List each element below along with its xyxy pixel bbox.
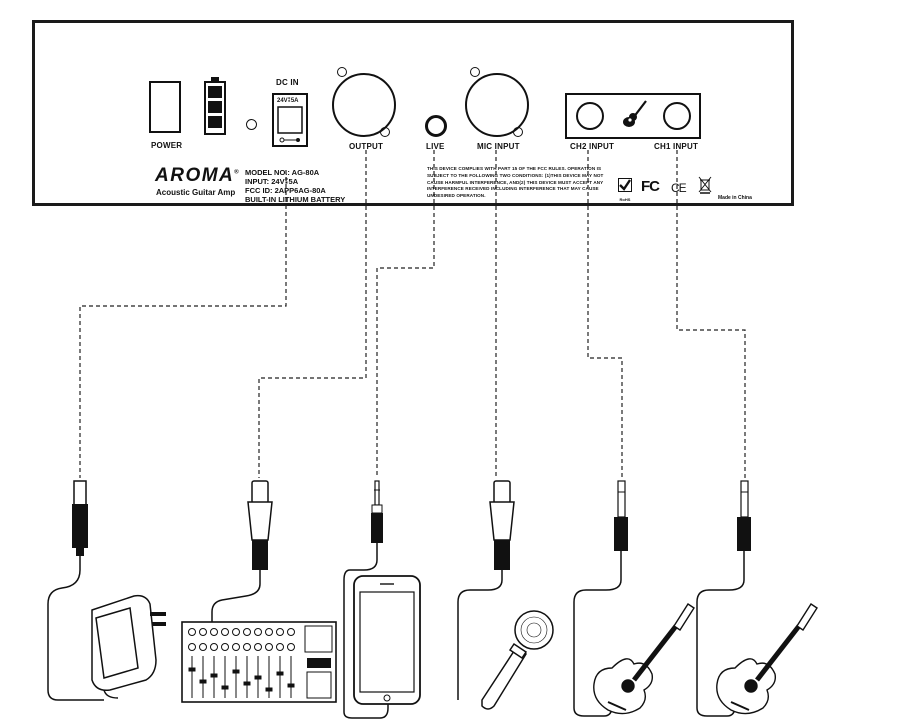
live-line <box>376 150 435 478</box>
quarter-inch-jack-ch1 <box>737 480 751 551</box>
dc-line <box>79 170 287 478</box>
spec-block: MODEL NO.: AG-80A INPUT: 24V⁑5A FCC ID: … <box>245 168 345 204</box>
instrument-input-block <box>565 93 701 139</box>
ce-mark: CE <box>671 181 687 195</box>
fc-mark: FC <box>641 178 660 195</box>
weee-bin-icon <box>698 176 712 194</box>
dc-in-jack[interactable]: 24V⁑5A <box>272 93 308 147</box>
ch1-line <box>676 150 746 478</box>
ch2-input-jack[interactable] <box>576 102 604 130</box>
rohs-mark: RoHS <box>618 178 632 202</box>
indicator-led <box>246 119 257 130</box>
amp-rear-panel: POWER DC IN 24V⁑5A OUTPUT LIVE MIC INPUT <box>32 20 794 206</box>
input-line: INPUT: 24V⁑5A <box>245 177 299 186</box>
aroma-logo: AROMA® <box>155 165 241 186</box>
smartphone-icon <box>353 575 421 705</box>
xlr-connector-mic <box>489 480 515 570</box>
microphone-icon <box>481 610 554 710</box>
output-screw-top <box>337 67 347 77</box>
dc-plug-connector <box>72 480 88 556</box>
power-adapter-icon <box>91 594 166 699</box>
mixer-knobs <box>188 628 295 651</box>
battery-line: BUILT-IN LITHIUM BATTERY <box>245 195 346 204</box>
mixer-icon <box>181 621 337 703</box>
output-xlr-jack[interactable] <box>332 73 396 137</box>
output-label: OUTPUT <box>349 142 384 151</box>
ch1-input-label: CH1 INPUT <box>654 142 699 151</box>
ch2-line <box>587 150 623 478</box>
ch1-input-jack[interactable] <box>663 102 691 130</box>
acoustic-guitar-icon-ch2 <box>593 603 695 715</box>
dc-in-label: DC IN <box>276 78 299 87</box>
acoustic-guitar-icon-ch1 <box>716 603 818 715</box>
mic-xlr-jack[interactable] <box>465 73 529 137</box>
battery-icon <box>204 77 226 135</box>
dc-rating-label: 24V⁑5A <box>277 98 299 104</box>
live-label: LIVE <box>426 142 445 151</box>
power-label: POWER <box>151 141 183 150</box>
mic-screw-bottom <box>513 127 523 137</box>
fcc-id-line: FCC ID: 2APP6AG-80A <box>245 186 326 195</box>
brand-subtitle: Acoustic Guitar Amp <box>156 188 236 197</box>
mini-jack-connector <box>371 480 383 543</box>
ch2-input-label: CH2 INPUT <box>570 142 615 151</box>
made-in-label: Made in China <box>718 195 752 201</box>
xlr-connector-output <box>247 480 273 570</box>
mixer-faders <box>188 656 295 698</box>
output-line <box>258 150 367 478</box>
fcc-notice: THIS DEVICE COMPLIES WITH PART 15 OF THE… <box>427 166 604 199</box>
guitar-icon <box>623 100 647 127</box>
quarter-inch-jack-ch2 <box>614 480 628 551</box>
model-line: MODEL NO.: AG-80A <box>245 168 320 177</box>
output-screw-bottom <box>380 127 390 137</box>
mic-input-label: MIC INPUT <box>477 142 520 151</box>
live-jack[interactable] <box>425 115 447 137</box>
power-switch[interactable] <box>149 81 181 133</box>
mic-screw-top <box>470 67 480 77</box>
dashed-connection-lines <box>79 150 746 478</box>
dc-polarity-icon <box>277 106 303 143</box>
rohs-text: RoHS <box>619 197 631 202</box>
device-cables <box>47 543 745 719</box>
